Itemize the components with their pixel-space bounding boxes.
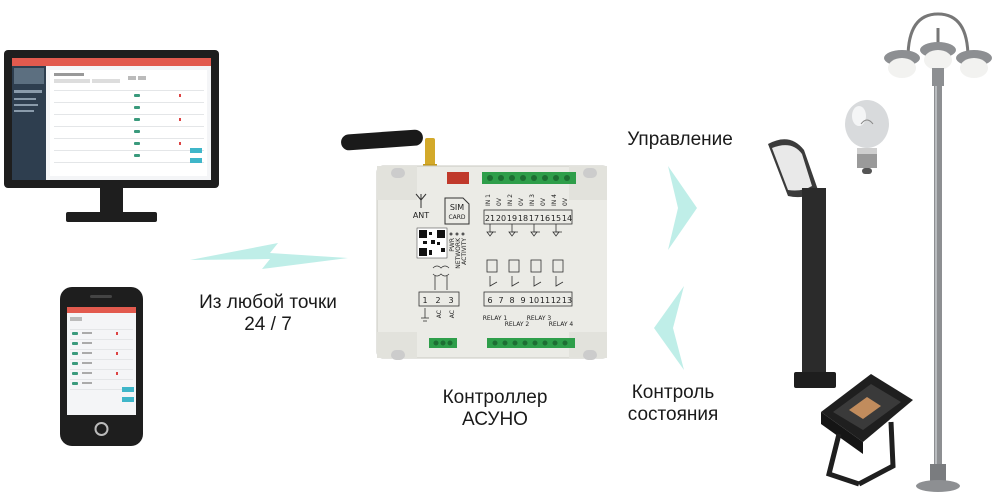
power-label: AC bbox=[449, 310, 456, 318]
input-terminal: 15 bbox=[551, 214, 561, 223]
light-bulb-icon bbox=[845, 100, 889, 174]
controller-caption-line1: Контроллер bbox=[442, 387, 548, 408]
relay-label: RELAY 4 bbox=[549, 321, 574, 328]
input-terminal: 14 bbox=[562, 214, 572, 223]
control-caption: Управление bbox=[600, 129, 760, 151]
desktop-monitor bbox=[4, 50, 219, 222]
relay-terminal: 12 bbox=[551, 296, 561, 305]
led-label-network: NETWORK bbox=[455, 237, 462, 269]
status-arrow-icon bbox=[654, 286, 684, 370]
bollard-lamp bbox=[768, 139, 836, 388]
relay-terminal: 8 bbox=[509, 296, 514, 305]
power-terminal: 2 bbox=[435, 296, 440, 305]
relay-terminal: 13 bbox=[562, 296, 572, 305]
anywhere-caption-line1: Из любой точки bbox=[199, 292, 337, 313]
anywhere-caption-line2: 24 / 7 bbox=[244, 314, 292, 335]
controller-caption: Контроллер АСУНО bbox=[400, 387, 590, 431]
sim-label-1: SIM bbox=[450, 203, 464, 212]
antenna-symbol-icon bbox=[415, 193, 427, 208]
led-label-activity: ACTIVITY bbox=[461, 238, 468, 265]
control-caption-text: Управление bbox=[627, 129, 733, 150]
anywhere-caption: Из любой точки 24 / 7 bbox=[168, 292, 368, 336]
controller-device: ANT SIM CARD PWR NETWORK ACTIVITY IN 1 0… bbox=[341, 129, 607, 360]
input-label: IN 1 bbox=[485, 194, 492, 206]
relay-label: RELAY 3 bbox=[527, 315, 552, 322]
sim-label-2: CARD bbox=[448, 214, 465, 221]
control-arrow-icon bbox=[668, 166, 697, 250]
floodlight bbox=[821, 374, 913, 487]
controller-caption-line2: АСУНО bbox=[462, 409, 528, 430]
led-label-pwr: PWR bbox=[449, 238, 456, 252]
input-label: IN 2 bbox=[507, 194, 514, 206]
input-label: IN 3 bbox=[529, 194, 536, 206]
power-terminal: 1 bbox=[422, 296, 427, 305]
input-label: 0V bbox=[496, 197, 503, 206]
input-label: 0V bbox=[518, 197, 525, 206]
status-caption: Контроль состояния bbox=[598, 382, 748, 426]
antenna-label: ANT bbox=[413, 211, 429, 220]
relay-terminal: 6 bbox=[487, 296, 492, 305]
relay-terminal: 10 bbox=[529, 296, 539, 305]
wireless-link-icon bbox=[190, 243, 348, 269]
relay-terminal: 9 bbox=[520, 296, 525, 305]
street-lamp bbox=[884, 12, 992, 492]
input-label: 0V bbox=[540, 197, 547, 206]
input-terminal: 16 bbox=[540, 214, 550, 223]
input-terminal: 17 bbox=[529, 214, 539, 223]
status-caption-line2: состояния bbox=[627, 404, 719, 425]
input-terminal: 20 bbox=[496, 214, 506, 223]
smartphone bbox=[60, 287, 143, 446]
status-caption-line1: Контроль bbox=[631, 382, 715, 403]
power-label: AC bbox=[436, 310, 443, 318]
relay-label: RELAY 1 bbox=[483, 315, 508, 322]
input-terminal: 18 bbox=[518, 214, 528, 223]
relay-label: RELAY 2 bbox=[505, 321, 530, 328]
power-terminal: 3 bbox=[448, 296, 453, 305]
input-label: 0V bbox=[562, 197, 569, 206]
relay-terminal: 11 bbox=[540, 296, 550, 305]
input-label: IN 4 bbox=[551, 194, 558, 206]
relay-terminal: 7 bbox=[498, 296, 503, 305]
qr-code-icon bbox=[416, 227, 448, 259]
input-terminal: 19 bbox=[507, 214, 517, 223]
input-terminal: 21 bbox=[485, 214, 495, 223]
